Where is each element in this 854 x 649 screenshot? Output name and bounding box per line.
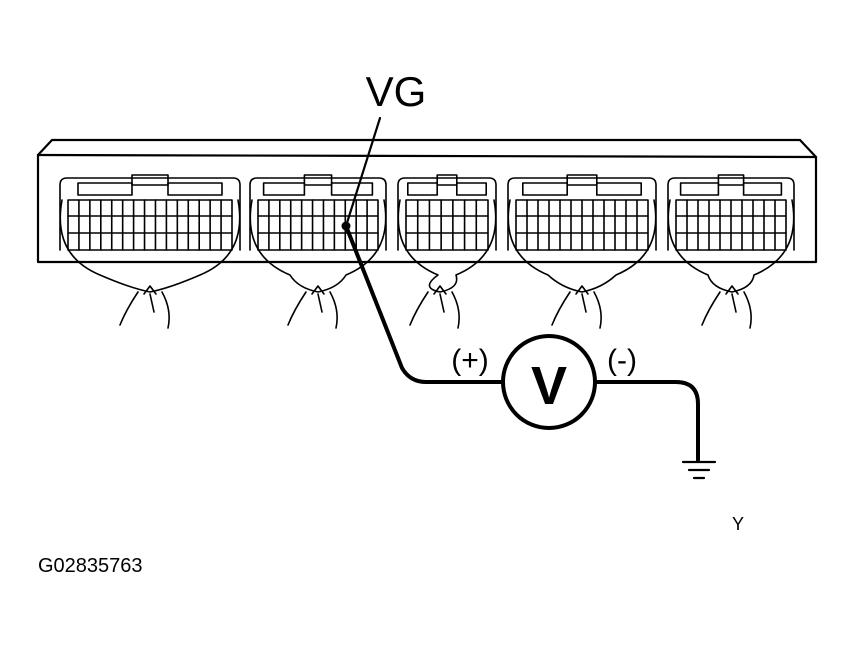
- corner-mark: Y: [732, 514, 744, 534]
- connector-5: [667, 174, 795, 329]
- voltmeter-icon: V: [501, 334, 597, 430]
- connector-1: [59, 174, 241, 329]
- negative-lead: [594, 380, 700, 462]
- negative-label: (-): [607, 344, 637, 377]
- ecu-connector-icon: [59, 174, 795, 329]
- voltmeter-label: V: [531, 356, 567, 416]
- terminal-label-vg: VG: [366, 68, 427, 115]
- ecu-housing: [36, 138, 818, 264]
- positive-label: (+): [451, 344, 489, 377]
- probe-lead: [341, 116, 504, 384]
- connector-2: [249, 174, 387, 329]
- connector-3: [397, 174, 497, 329]
- figure-id: G02835763: [38, 555, 143, 577]
- probe-tip: [341, 221, 351, 231]
- ground-symbol-icon: [681, 460, 717, 480]
- connector-4: [507, 174, 657, 329]
